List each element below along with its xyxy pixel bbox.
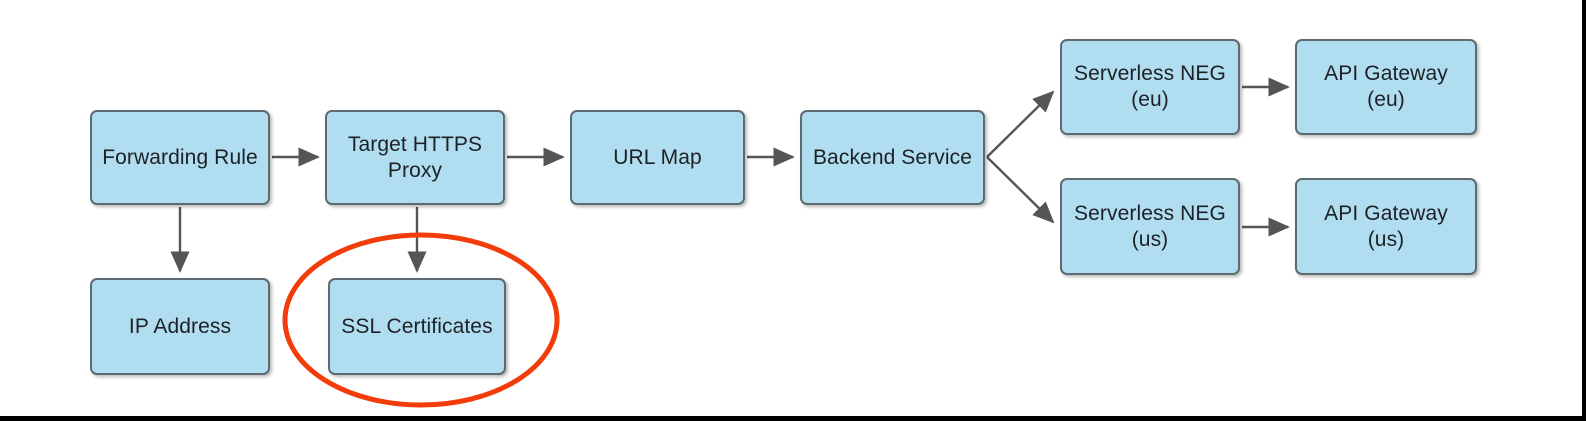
node-ssl-certificates[interactable]: SSL Certificates <box>328 278 506 375</box>
page-edge-right <box>1582 0 1586 421</box>
node-api-gateway-us[interactable]: API Gateway (us) <box>1295 178 1477 275</box>
connector-group <box>170 77 1290 273</box>
connector-backend-service-to-serverless-neg-us <box>986 156 1055 224</box>
node-serverless-neg-us[interactable]: Serverless NEG (us) <box>1060 178 1240 275</box>
annotation-group <box>282 232 560 408</box>
node-backend-service[interactable]: Backend Service <box>800 110 985 205</box>
node-ip-address[interactable]: IP Address <box>90 278 270 375</box>
node-url-map[interactable]: URL Map <box>570 110 745 205</box>
node-forwarding-rule[interactable]: Forwarding Rule <box>90 110 270 205</box>
node-target-https-proxy[interactable]: Target HTTPS Proxy <box>325 110 505 205</box>
annotation-ssl-certificates-highlight <box>282 232 560 408</box>
node-api-gateway-eu[interactable]: API Gateway (eu) <box>1295 39 1477 135</box>
node-serverless-neg-eu[interactable]: Serverless NEG (eu) <box>1060 39 1240 135</box>
connector-backend-service-to-serverless-neg-eu <box>986 90 1055 158</box>
page-edge-bottom <box>0 416 1586 421</box>
